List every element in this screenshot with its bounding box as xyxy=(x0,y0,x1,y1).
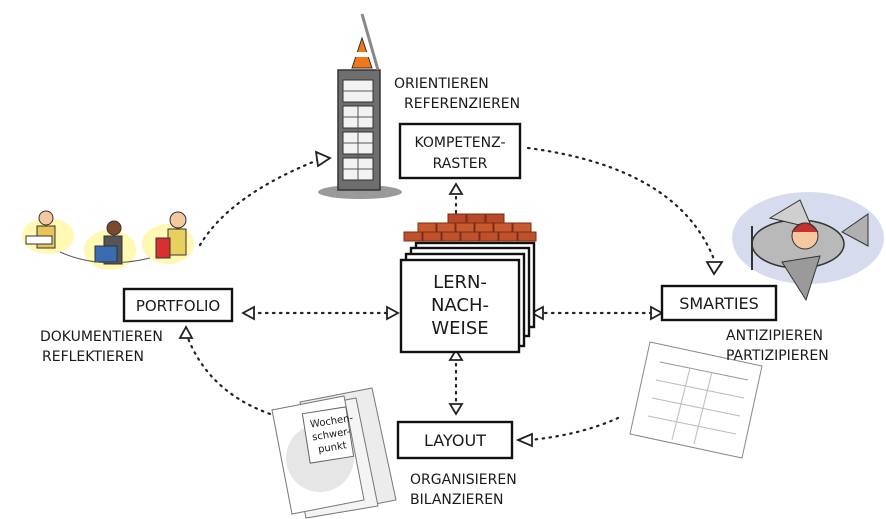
airplane-pilot-icon xyxy=(732,192,884,302)
node-kompetenzraster: KOMPETENZ- RASTER xyxy=(398,122,522,180)
worksheet-icon xyxy=(629,341,763,459)
people-presenting-icon xyxy=(22,210,194,270)
arrowhead-layout-right xyxy=(515,432,533,448)
kompetenzraster-line2: RASTER xyxy=(433,156,488,172)
caption-right-line2: PARTIZIPIEREN xyxy=(726,348,829,364)
caption-top: ORIENTIEREN REFERENZIEREN xyxy=(394,76,520,112)
arrowhead-spoke-down-1 xyxy=(448,348,464,361)
arrowhead-spoke-left-2 xyxy=(386,305,400,321)
caption-bottom-line2: BILANZIEREN xyxy=(410,492,504,508)
node-layout: LAYOUT xyxy=(396,420,514,460)
lernnachweise-line2: NACH- xyxy=(431,295,489,316)
node-lernnachweise: LERN- NACH- WEISE xyxy=(399,241,536,354)
caption-left-line2: REFLEKTIEREN xyxy=(42,349,144,365)
arrowhead-spoke-left-1 xyxy=(241,305,255,321)
document-stack-icon: Wochen- schwer- punkt xyxy=(271,387,397,519)
grid-tower-icon xyxy=(318,13,402,199)
brick-wall-icon xyxy=(403,213,537,242)
caption-bottom-line1: ORGANISIEREN xyxy=(410,472,517,488)
lernnachweise-line3: WEISE xyxy=(431,318,488,339)
kompetenzraster-line1: KOMPETENZ- xyxy=(414,135,505,151)
lernnachweise-line1: LERN- xyxy=(433,272,487,293)
layout-label: LAYOUT xyxy=(424,431,486,450)
arrowhead-spoke-up-1 xyxy=(448,182,464,195)
connector-portfolio-to-kompetenzraster xyxy=(198,158,320,247)
arrowhead-spoke-down-2 xyxy=(448,403,464,416)
connector-layout-to-portfolio xyxy=(184,331,292,422)
caption-left: DOKUMENTIEREN REFLEKTIEREN xyxy=(40,329,163,365)
caption-top-line2: REFERENZIEREN xyxy=(404,96,520,112)
node-smarties: SMARTIES xyxy=(660,284,778,322)
arrowhead-smarties-top xyxy=(705,261,724,276)
caption-left-line1: DOKUMENTIEREN xyxy=(40,329,163,345)
document-stack-line3: punkt xyxy=(317,440,347,455)
smarties-label: SMARTIES xyxy=(679,294,759,313)
caption-right-line1: ANTIZIPIEREN xyxy=(726,328,823,344)
caption-right: ANTIZIPIEREN PARTIZIPIEREN xyxy=(726,328,829,364)
connector-smarties-to-layout xyxy=(528,416,620,442)
connector-kompetenzraster-to-smarties xyxy=(526,146,717,264)
node-portfolio: PORTFOLIO xyxy=(122,287,234,323)
caption-bottom: ORGANISIEREN BILANZIEREN xyxy=(410,472,517,508)
arrowhead-portfolio-bottom xyxy=(178,325,194,339)
arrowhead-spoke-right-2 xyxy=(650,305,664,321)
arrowhead-spoke-right-1 xyxy=(530,305,544,321)
arrowhead-kompetenzraster-left xyxy=(314,150,332,168)
cycle-connectors xyxy=(184,146,717,442)
portfolio-label: PORTFOLIO xyxy=(136,297,220,315)
caption-top-line1: ORIENTIEREN xyxy=(394,76,489,92)
arrowheads xyxy=(178,150,724,448)
